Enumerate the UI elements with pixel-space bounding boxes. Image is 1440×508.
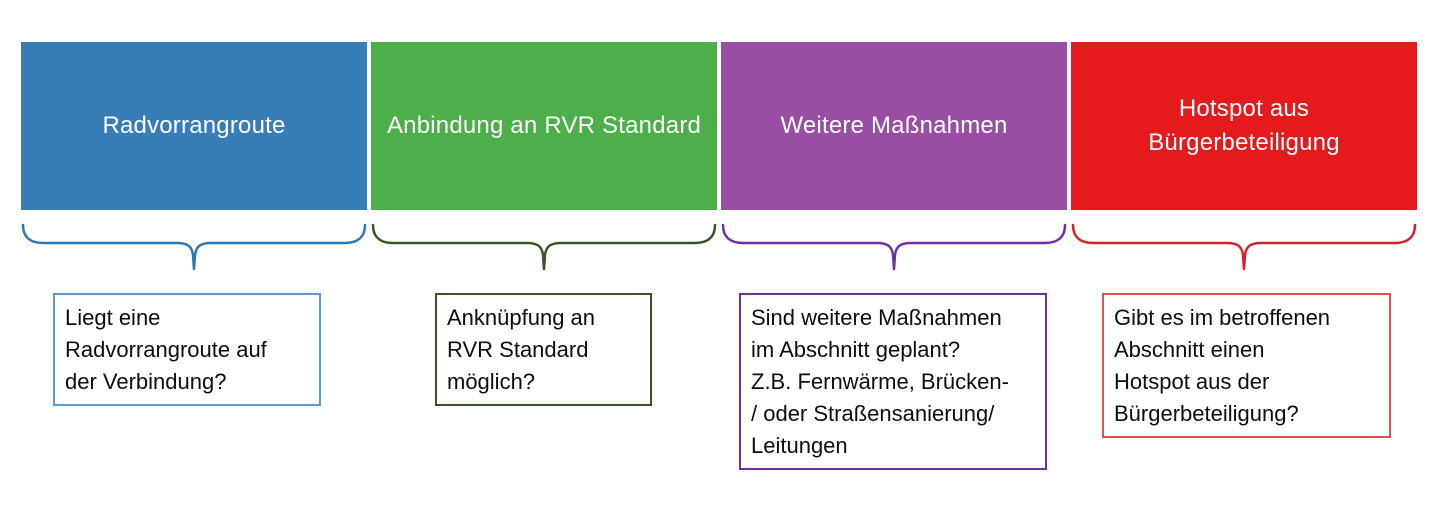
column-weitere-massnahmen: Weitere Maßnahmen Sind weitere Maßnahmen…	[721, 42, 1067, 508]
header-box-weitere-massnahmen: Weitere Maßnahmen	[721, 42, 1067, 210]
header-box-anbindung-rvr-standard: Anbindung an RVR Standard	[371, 42, 717, 210]
header-box-hotspot-buergerbeteiligung: Hotspot aus Bürgerbeteiligung	[1071, 42, 1417, 210]
curly-brace-icon	[1071, 223, 1417, 271]
description-box-anbindung-rvr-standard: Anknüpfung an RVR Standard möglich?	[435, 293, 652, 406]
curly-brace-icon	[721, 223, 1067, 271]
description-box-hotspot-buergerbeteiligung: Gibt es im betroffenen Abschnitt einen H…	[1102, 293, 1391, 438]
column-hotspot-buergerbeteiligung: Hotspot aus Bürgerbeteiligung Gibt es im…	[1071, 42, 1417, 508]
column-radvorrangroute: Radvorrangroute Liegt eine Radvorrangrou…	[21, 42, 367, 508]
header-box-radvorrangroute: Radvorrangroute	[21, 42, 367, 210]
description-box-weitere-massnahmen: Sind weitere Maßnahmen im Abschnitt gepl…	[739, 293, 1047, 470]
curly-brace-icon	[371, 223, 717, 271]
column-anbindung-rvr-standard: Anbindung an RVR Standard Anknüpfung an …	[371, 42, 717, 508]
description-box-radvorrangroute: Liegt eine Radvorrangroute auf der Verbi…	[53, 293, 321, 406]
curly-brace-icon	[21, 223, 367, 271]
